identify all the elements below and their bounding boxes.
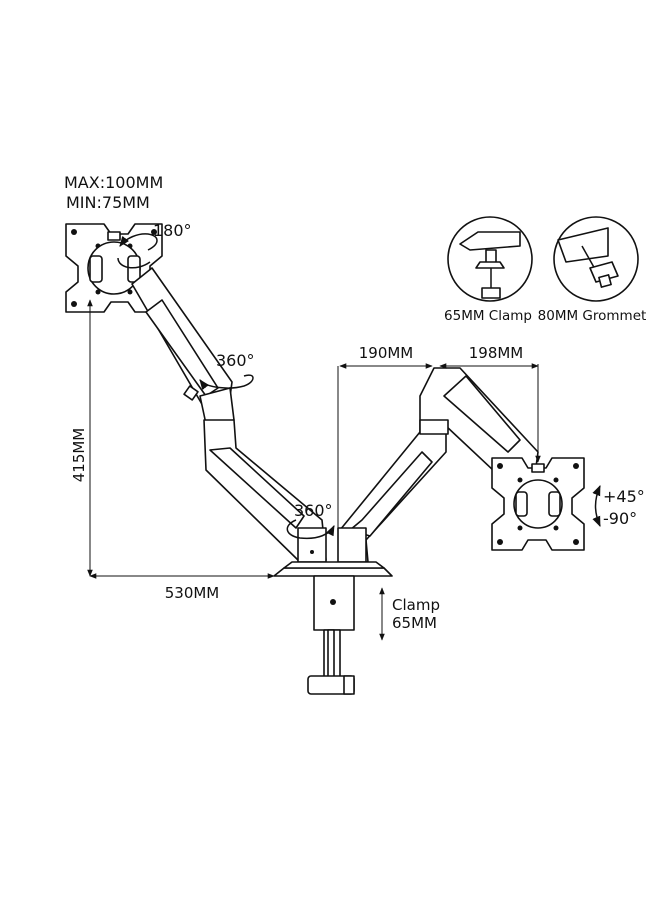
vesa-min-label: MIN:75MM [66, 193, 150, 212]
rotation-360-base-label: 360° [294, 501, 333, 520]
rotate-360-base-arrow [286, 519, 335, 540]
rotation-360-upper-label: 360° [216, 351, 255, 370]
clamp-dimension-value: 65MM [392, 614, 437, 632]
tilt-arrow [592, 485, 601, 527]
clamp-inset-caption: 65MM Clamp [444, 308, 532, 324]
clamp-inset [447, 216, 533, 302]
reach-right-dimension-label: 198MM [469, 344, 524, 362]
vesa-max-label: MAX:100MM [64, 173, 163, 192]
reach-left-dimension-label: 530MM [165, 584, 220, 602]
grommet-inset [553, 216, 639, 302]
rotate-360-upper-arrow [199, 374, 254, 391]
tilt-up-label: +45° [603, 487, 645, 506]
desk-base-clamp [273, 561, 393, 695]
clamp-dimension-label: Clamp [392, 596, 440, 614]
right-arm [337, 367, 539, 563]
reach-mid-dimension-label: 190MM [359, 344, 414, 362]
right-vesa-plate [491, 457, 585, 551]
rotation-180-label: 180° [153, 221, 192, 240]
tilt-down-label: -90° [603, 509, 637, 528]
height-dimension-label: 415MM [70, 428, 88, 483]
left-lower-arm [203, 419, 327, 563]
grommet-inset-caption: 80MM Grommet [538, 308, 647, 324]
left-upper-arm [131, 267, 235, 425]
rotate-180-arrow [119, 233, 158, 251]
left-vesa-plate [65, 223, 163, 313]
